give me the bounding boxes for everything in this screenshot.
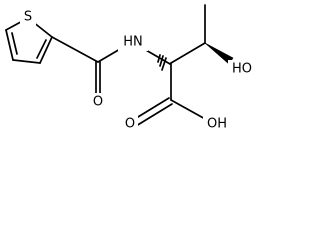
sulfur-label: S: [24, 10, 32, 25]
molecule-structure: S HN O HO O OH: [5, 4, 256, 133]
bond-carboxyl-oxygen: [132, 97, 170, 121]
atom-amide-nitrogen: HN: [118, 33, 148, 51]
bond-ring-carbonyl: [51, 36, 99, 63]
threonine-backbone: [132, 4, 234, 127]
amide-linker: [51, 36, 171, 97]
carbonyl-oxygen-label: O: [93, 95, 103, 110]
atom-acid-oxygen: O: [122, 115, 138, 133]
bond-c2-c3-inner: [36, 39, 47, 59]
hydroxyl-label: HO: [232, 62, 252, 77]
bond-carboxyl-oxygen-second: [135, 103, 173, 127]
stereo-hash-amide: [157, 54, 167, 71]
amide-nitrogen-label: HN: [123, 35, 143, 50]
bond-c3-c4: [12, 59, 41, 64]
bond-c4-c5: [5, 29, 14, 61]
atom-acid-hydroxyl: OH: [203, 115, 231, 133]
acid-oxygen-label: O: [125, 117, 135, 132]
bond-carboxyl-hydroxyl: [170, 99, 208, 121]
bond-c2-c3: [39, 36, 53, 64]
acid-hydroxyl-label: OH: [207, 117, 227, 132]
bond-alpha-beta: [170, 42, 206, 64]
atom-hydroxyl: HO: [228, 60, 256, 78]
atom-sulfur: S: [20, 8, 36, 26]
atom-carbonyl-oxygen: O: [90, 93, 106, 111]
thiophene-ring: [5, 17, 53, 64]
bond-c4-c5-inner: [11, 32, 18, 55]
